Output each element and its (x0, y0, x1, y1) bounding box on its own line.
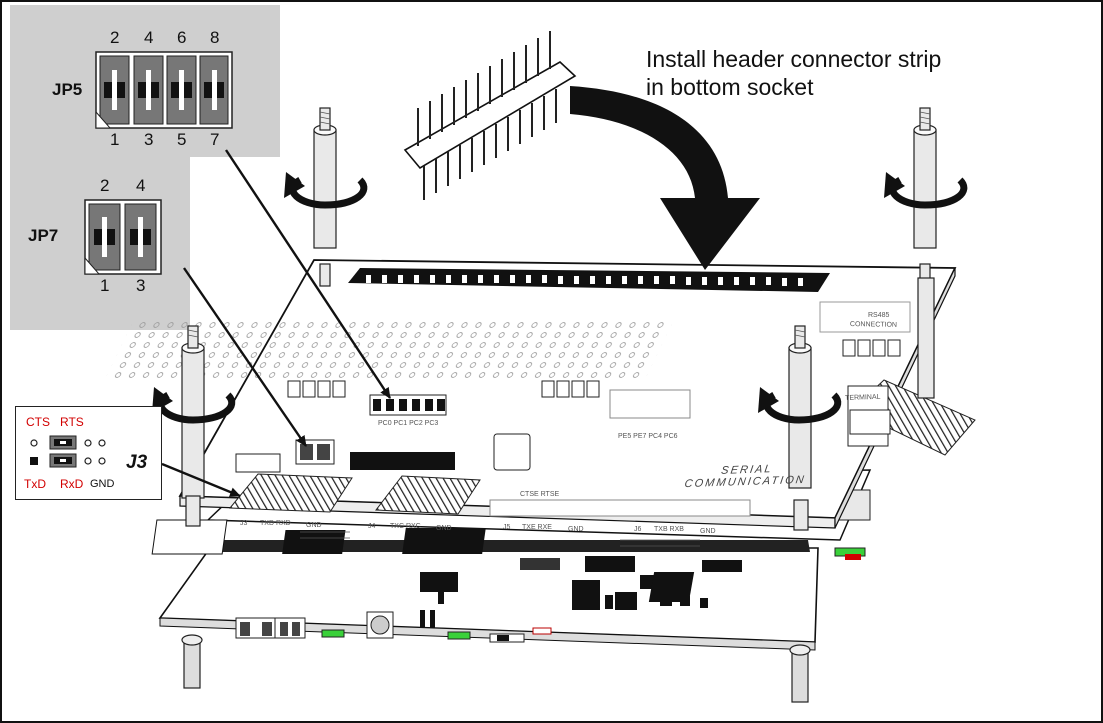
silk-txe-rxe: TXE RXE (522, 524, 552, 531)
j3-txd-label: TxD (24, 477, 46, 491)
silk-j6: J6 (634, 526, 642, 533)
jp5-label: JP5 (52, 80, 83, 99)
terminal-silkscreen: TERMINAL (845, 393, 881, 402)
serial-communication-silkscreen: SERIAL COMMUNICATION (683, 463, 807, 491)
j3-gnd-label: GND (90, 478, 115, 490)
silk-j5: J5 (503, 524, 511, 531)
bottom-standoffs (181, 634, 811, 703)
rs485-terminal-block (847, 379, 976, 456)
j3-jumper-detail: CTS RTS TxD RxD GND (15, 406, 162, 500)
jp5-pin-4: 4 (144, 28, 154, 47)
connection-silkscreen: CONNECTION (849, 321, 898, 329)
silk-j3: J3 (240, 520, 248, 527)
silk-txb-rxb: TXB RXB (654, 526, 684, 533)
jp5-jumper-block (95, 51, 233, 129)
jp5-pin-1: 1 (110, 130, 120, 149)
silk-txc-rxc: TXC RXC (390, 523, 421, 530)
jp5-pin-7: 7 (210, 130, 220, 149)
pointer-lines (161, 149, 392, 498)
rs485-silkscreen: RS485 (868, 312, 890, 319)
j3-cts-label: CTS (26, 415, 50, 429)
silk-gnd-1: GND (306, 522, 322, 529)
serial-jumper-headers (228, 473, 481, 515)
j3-label: J3 (126, 452, 148, 473)
jp7-pin-2: 2 (100, 176, 110, 195)
silk-pc0-pc3: PC0 PC1 PC2 PC3 (378, 420, 439, 427)
silk-gnd-2: GND (436, 525, 452, 532)
silk-txd-rxd: TXD RXD (260, 520, 291, 527)
silk-gnd-3: GND (568, 526, 584, 533)
rotation-arrowheads (152, 172, 905, 413)
top-board-components (235, 301, 911, 517)
jp5-pin-6: 6 (177, 28, 187, 47)
j3-rts-label: RTS (60, 415, 84, 429)
jp5-pin-3: 3 (144, 130, 154, 149)
jp7-pin-1: 1 (100, 276, 110, 295)
jp7-pin-3: 3 (136, 276, 146, 295)
standoffs (181, 107, 937, 531)
j3-rxd-label: RxD (60, 477, 84, 491)
caption-line-2: in bottom socket (646, 74, 814, 100)
silk-j4: J4 (368, 523, 376, 530)
jp7-label: JP7 (28, 226, 59, 245)
silk-ctse-rtse: CTSE RTSE (520, 491, 560, 498)
jp7-pin-4: 4 (136, 176, 146, 195)
install-direction-arrow (570, 86, 760, 270)
jp5-pin-5: 5 (177, 130, 187, 149)
jp7-jumper-block (84, 199, 162, 275)
jp5-pin-8: 8 (210, 28, 220, 47)
header-connector-strip (403, 31, 577, 200)
j3-pin-header (30, 435, 106, 468)
jp5-pin-2: 2 (110, 28, 120, 47)
silk-pe-pc: PE5 PE7 PC4 PC6 (618, 433, 678, 440)
caption-line-1: Install header connector strip (646, 46, 942, 72)
silk-gnd-4: GND (700, 528, 716, 535)
bottom-board (158, 540, 866, 651)
